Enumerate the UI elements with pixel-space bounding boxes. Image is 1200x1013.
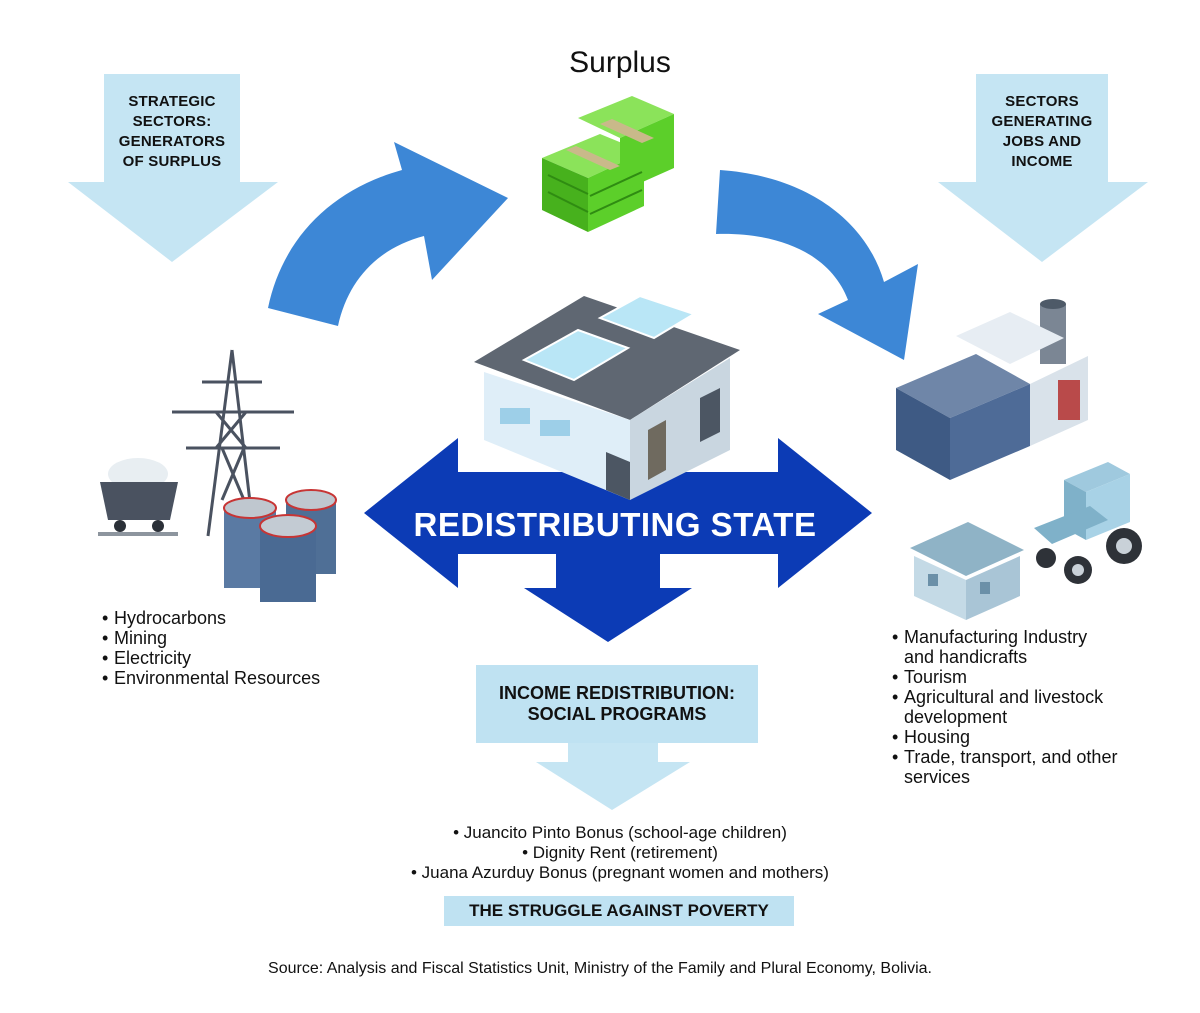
list-item: Mining [102, 628, 362, 648]
state-arrow [364, 438, 872, 642]
left-callout-arrow [68, 74, 278, 262]
programs-down-arrow [536, 742, 690, 810]
list-item: • Dignity Rent (retirement) [522, 843, 718, 862]
house-icon [910, 522, 1024, 620]
warehouse-icon [474, 294, 740, 500]
list-item: Housing [892, 727, 1182, 747]
mine-cart-icon [98, 458, 178, 536]
list-item: Hydrocarbons [102, 608, 362, 628]
redistributing-state-label: REDISTRIBUTING STATE [413, 506, 817, 543]
right-callout-arrow [938, 74, 1148, 262]
flow-arrow-to-sectors [716, 170, 918, 360]
list-item: • Juancito Pinto Bonus (school-age child… [453, 823, 787, 842]
surplus-title: Surplus [569, 46, 671, 79]
list-item: • Juana Azurduy Bonus (pregnant women an… [411, 863, 829, 882]
left-callout-label: STRATEGIC SECTORS: GENERATORS OF SURPLUS [118, 93, 226, 170]
social-programs-list: • Juancito Pinto Bonus (school-age child… [330, 823, 910, 883]
money-stack-icon [542, 96, 674, 232]
list-item: Manufacturing Industry and handicrafts [892, 627, 1182, 667]
source-note: Source: Analysis and Fiscal Statistics U… [268, 960, 932, 977]
income-redistribution-box: INCOME REDISTRIBUTION: SOCIAL PROGRAMS [476, 665, 758, 743]
tractor-icon [1034, 462, 1142, 584]
strategic-sectors-list: Hydrocarbons Mining Electricity Environm… [102, 608, 362, 688]
job-sectors-list: Manufacturing Industry and handicrafts T… [892, 627, 1182, 787]
list-item: Agricultural and livestock development [892, 687, 1182, 727]
right-callout-label: SECTORS GENERATING JOBS AND INCOME [991, 93, 1093, 170]
poverty-label: THE STRUGGLE AGAINST POVERTY [444, 896, 794, 926]
list-item: Tourism [892, 667, 1182, 687]
factory-icon [896, 299, 1088, 480]
list-item: Environmental Resources [102, 668, 362, 688]
list-item: Electricity [102, 648, 362, 668]
list-item: Trade, transport, and other services [892, 747, 1182, 787]
flow-arrow-to-surplus [268, 142, 508, 326]
oil-barrels-icon [223, 489, 337, 602]
